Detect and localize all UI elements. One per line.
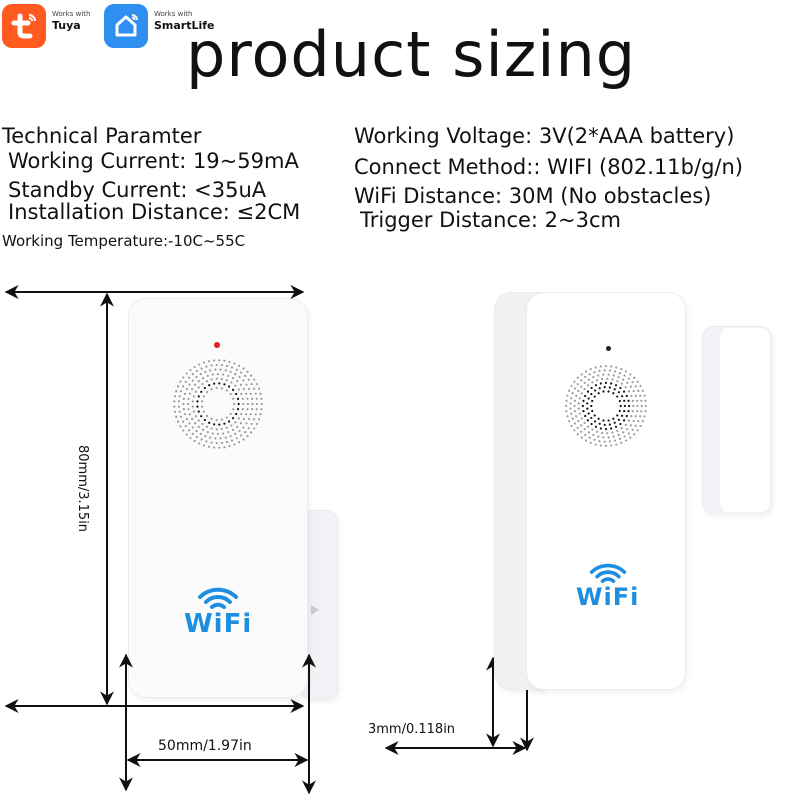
gap-dimension-label: 3mm/0.118in xyxy=(368,722,456,737)
wifi-logo-text: WiFi xyxy=(576,583,640,611)
triangle-marker-icon xyxy=(311,605,319,615)
spec-heading: Technical Paramter xyxy=(2,124,202,148)
speaker-grille-icon xyxy=(565,365,647,447)
wifi-logo: WiFi xyxy=(184,586,252,638)
page-title: product sizing xyxy=(186,18,637,91)
spec-trigger-distance: Trigger Distance: 2~3cm xyxy=(360,208,621,232)
wifi-signal-icon xyxy=(198,587,239,609)
speaker-grille-icon xyxy=(173,359,263,449)
magnet-face xyxy=(720,328,770,512)
smartlife-badge: Works with SmartLife xyxy=(104,4,215,48)
wifi-logo: WiFi xyxy=(576,562,639,610)
magnet-side xyxy=(702,326,772,514)
works-with-label: Works with xyxy=(154,10,193,18)
wifi-signal-icon xyxy=(589,563,626,584)
brand-label: SmartLife xyxy=(154,19,215,32)
spec-working-temperature: Working Temperature:-10C~55C xyxy=(2,232,246,250)
spec-installation-distance: Installation Distance: ≤2CM xyxy=(8,200,301,224)
works-with-label: Works with xyxy=(52,10,91,18)
tuya-logo-icon xyxy=(2,4,46,48)
led-indicator xyxy=(214,342,220,348)
width-dimension-label: 50mm/1.97in xyxy=(158,738,252,754)
height-dimension-label: 80mm/3.15in xyxy=(75,445,90,533)
spec-connect-method: Connect Method:: WIFI (802.11b/g/n) xyxy=(354,155,743,179)
led-indicator xyxy=(606,346,611,351)
wifi-logo-text: WiFi xyxy=(184,609,253,639)
sensor-side: WiFi xyxy=(526,292,686,690)
spec-working-voltage: Working Voltage: 3V(2*AAA battery) xyxy=(354,124,735,148)
brand-label: Tuya xyxy=(52,19,81,32)
spec-wifi-distance: WiFi Distance: 30M (No obstacles) xyxy=(354,184,712,208)
smartlife-home-icon xyxy=(104,4,148,48)
tuya-badge: Works with Tuya xyxy=(2,4,90,48)
spec-standby-current: Standby Current: <35uA xyxy=(8,178,267,202)
sensor-front: WiFi xyxy=(128,298,308,698)
spec-working-current: Working Current: 19~59mA xyxy=(8,149,299,173)
